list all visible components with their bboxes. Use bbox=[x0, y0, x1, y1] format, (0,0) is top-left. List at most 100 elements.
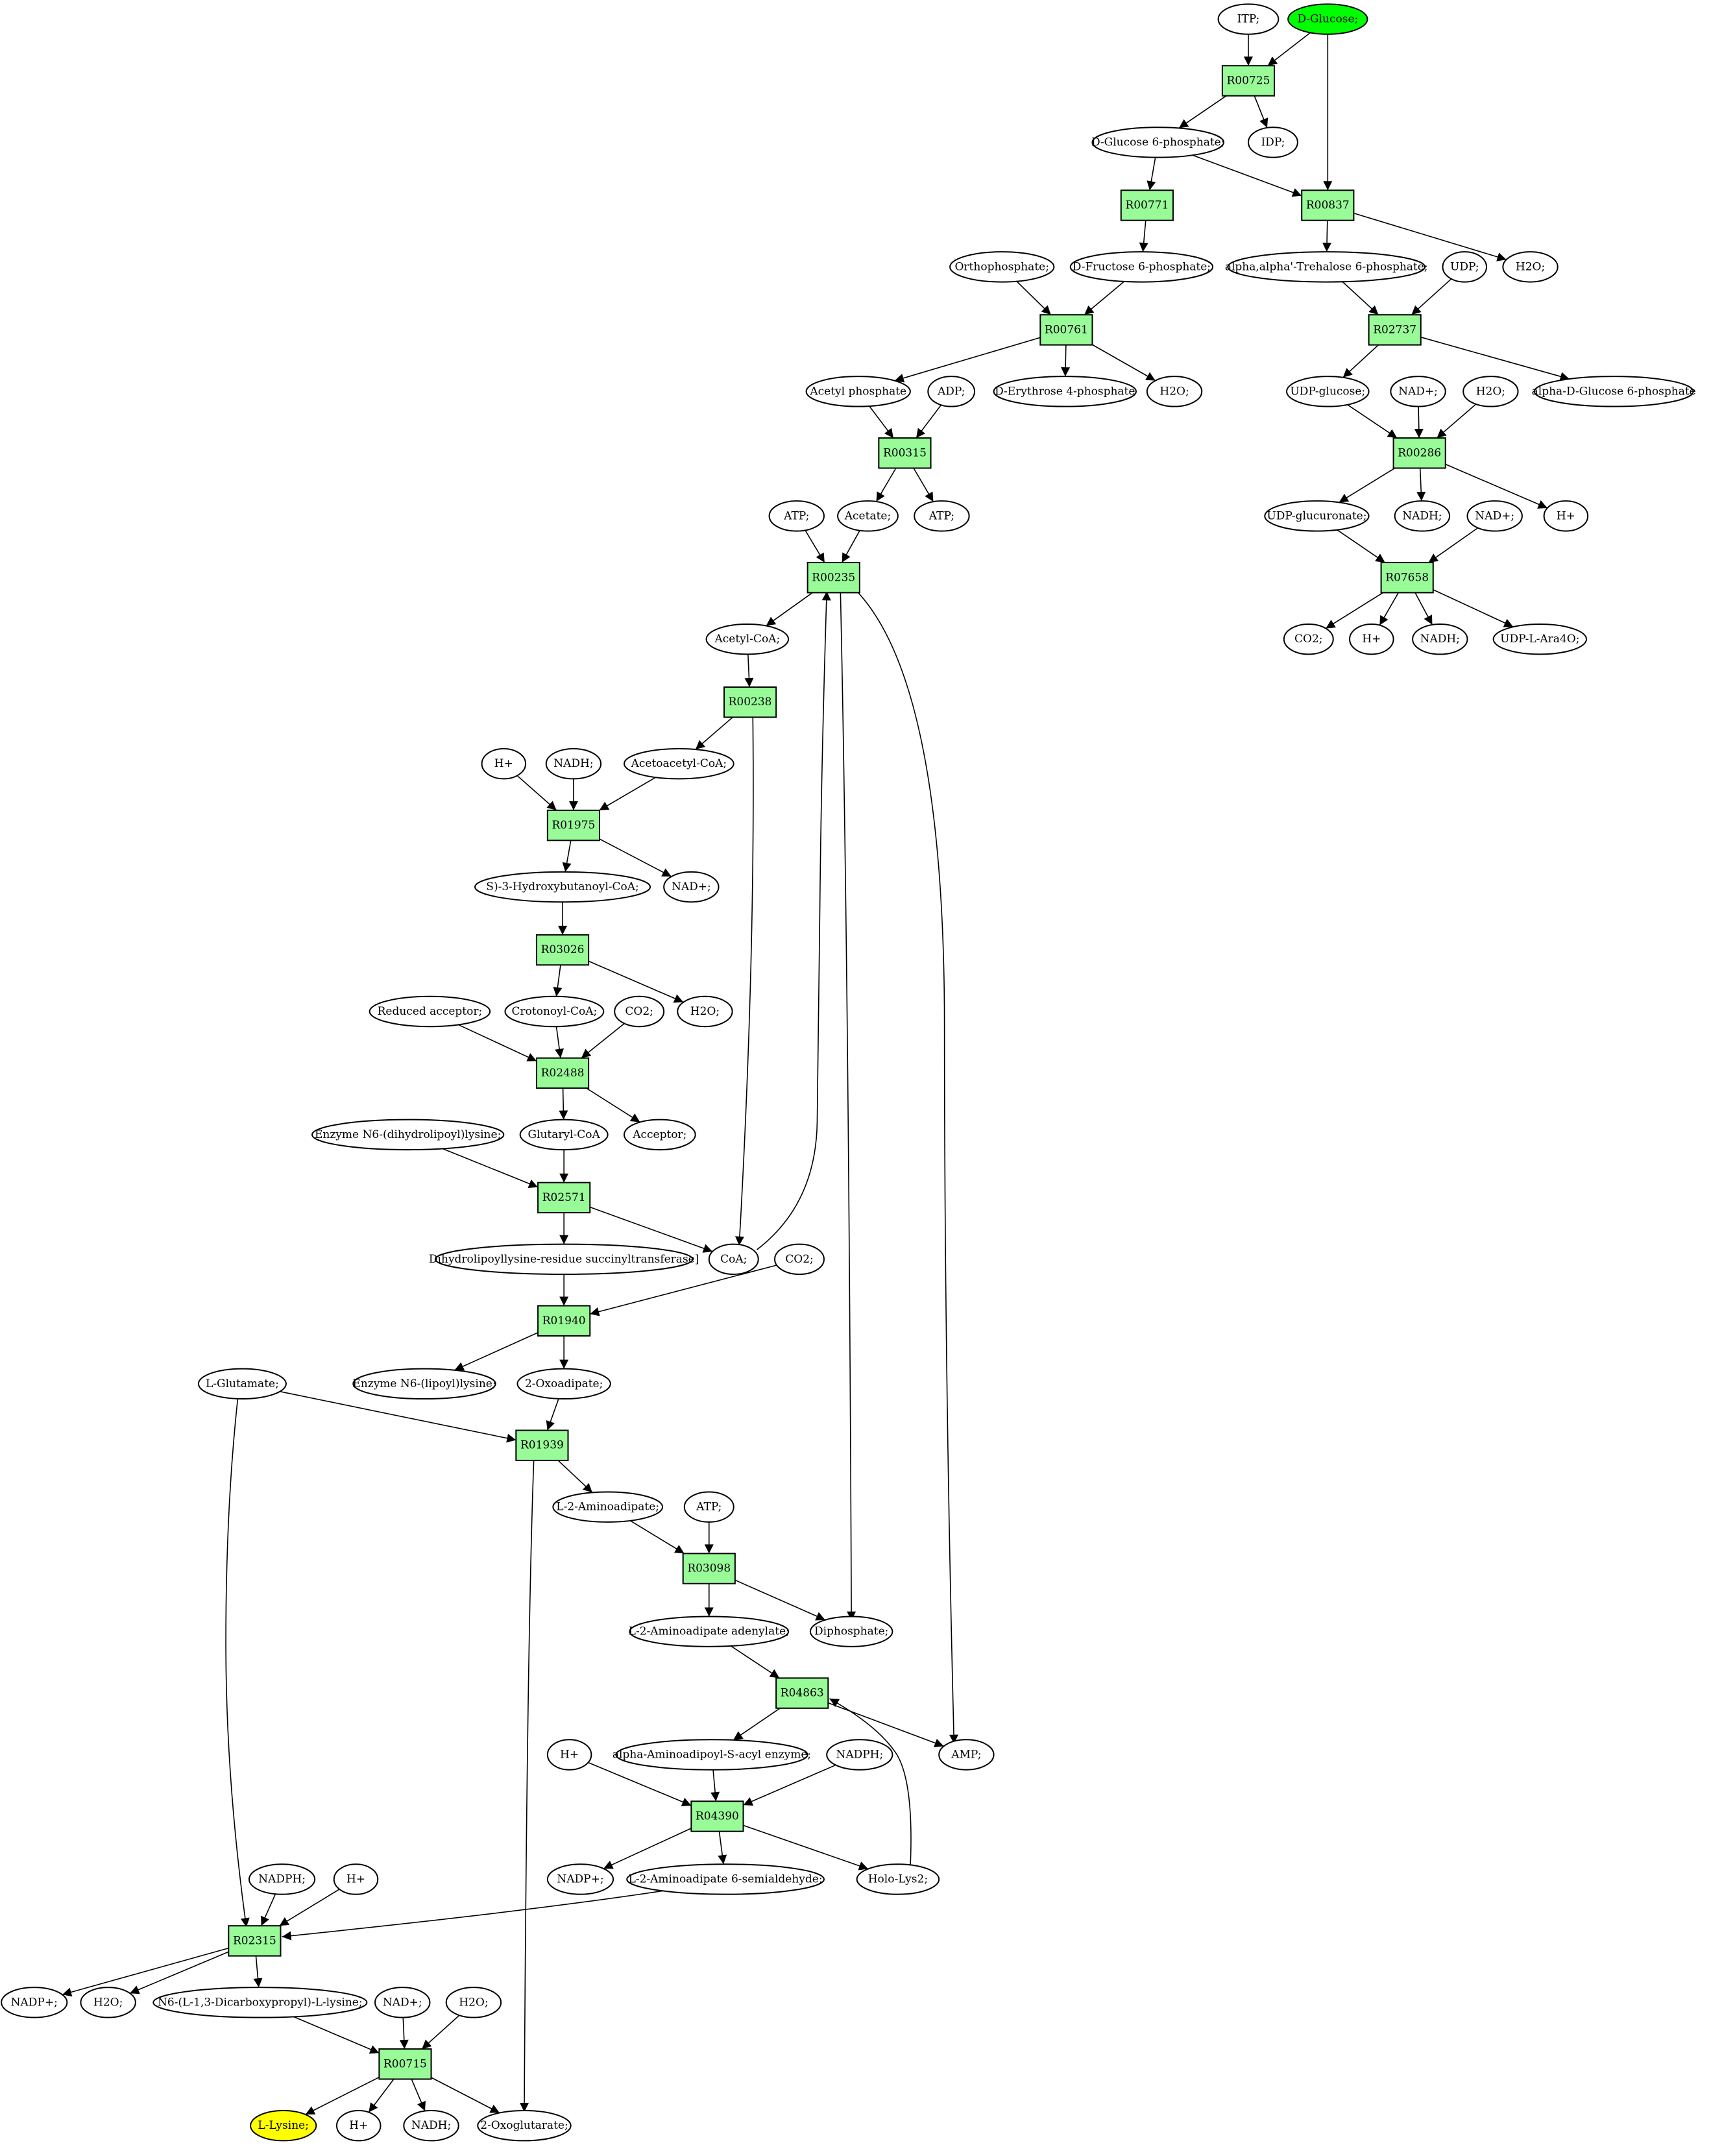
node-label: ADP; bbox=[937, 385, 965, 398]
node-label: R03026 bbox=[541, 943, 585, 956]
edge-tre6p-to-r02737 bbox=[1342, 281, 1379, 315]
node-label: H+ bbox=[349, 2119, 368, 2132]
compound-node-h2o: H2O; bbox=[1502, 251, 1559, 283]
node-label: UDP; bbox=[1450, 260, 1479, 273]
reaction-box bbox=[546, 809, 601, 842]
node-label: R02737 bbox=[1373, 323, 1416, 336]
node-label: Reduced acceptor; bbox=[378, 1005, 483, 1018]
compound-ellipse bbox=[1492, 623, 1588, 655]
edge-r00715-to-hp-f bbox=[368, 2078, 394, 2113]
compound-ellipse bbox=[1247, 127, 1298, 158]
compound-ellipse bbox=[927, 376, 976, 407]
node-label: H2O; bbox=[690, 1005, 720, 1018]
reaction-node-r01939: R01939 bbox=[515, 1429, 569, 1461]
node-label: Glutaryl-CoA bbox=[528, 1128, 600, 1141]
compound-ellipse bbox=[623, 1119, 696, 1151]
edge-r01939-to-oxoglu bbox=[520, 1459, 535, 2113]
compound-ellipse bbox=[1533, 376, 1694, 407]
node-label: R03098 bbox=[687, 1562, 731, 1575]
compound-node-adp: ADP; bbox=[927, 376, 976, 407]
compound-node-dihydrolipoyllysine-residue-succinyltransferase: Dihydrolipoyllysine-residue succinyltran… bbox=[429, 1243, 699, 1276]
node-label: H+ bbox=[494, 757, 513, 770]
compound-node-alpha-alpha-trehalose-6-phosphate: alpha,alpha'-Trehalose 6-phosphate; bbox=[1225, 251, 1428, 283]
compound-ellipse bbox=[504, 995, 605, 1028]
node-label: NADH; bbox=[553, 757, 593, 770]
compound-ellipse bbox=[949, 251, 1055, 283]
compound-node-udp-glucose: UDP-glucose; bbox=[1286, 376, 1370, 407]
compound-node-enzyme-n6-dihydrolipoyl-lysine: Enzyme N6-(dihydrolipoyl)lysine; bbox=[311, 1119, 505, 1151]
edge-dg6p-to-r00837 bbox=[1192, 154, 1302, 197]
node-label: H2O; bbox=[93, 1996, 123, 2009]
compound-ellipse bbox=[809, 1616, 893, 1647]
node-label: Acetyl phosphate bbox=[809, 385, 906, 398]
edge-l2aa-to-r03098 bbox=[630, 1520, 685, 1555]
reaction-node-r03098: R03098 bbox=[682, 1553, 736, 1584]
edge-h2o-f-to-r00715 bbox=[421, 2015, 460, 2050]
compound-node-diphosphate: Diphosphate; bbox=[809, 1616, 893, 1647]
compound-ellipse bbox=[837, 500, 899, 532]
node-label: 2-Oxoglutarate; bbox=[480, 2119, 568, 2132]
node-label: D-Glucose 6-phosphate; bbox=[1091, 136, 1225, 149]
compound-ellipse bbox=[1543, 500, 1589, 532]
node-label: R00761 bbox=[1045, 323, 1088, 336]
edge-aaacyl-to-r04390 bbox=[710, 1769, 720, 1802]
node-label: L-Lysine; bbox=[258, 2119, 309, 2132]
edge-r00715-to-llys bbox=[305, 2076, 380, 2115]
compound-ellipse bbox=[1069, 251, 1214, 283]
node-label: Acetoacetyl-CoA; bbox=[631, 757, 727, 770]
reaction-box bbox=[775, 1677, 829, 1709]
node-label: Orthophosphate; bbox=[954, 260, 1049, 273]
compound-ellipse bbox=[546, 1739, 592, 1771]
node-label: Crotonoyl-CoA; bbox=[512, 1005, 598, 1018]
compound-ellipse bbox=[445, 1987, 502, 2018]
compound-node-amp: AMP; bbox=[938, 1739, 995, 1771]
node-label: R00715 bbox=[383, 2057, 427, 2070]
compound-node-d-glucose: D-Glucose; bbox=[1287, 3, 1368, 35]
compound-node-s-3-hydroxybutanoyl-coa: S)-3-Hydroxybutanoyl-CoA; bbox=[474, 871, 651, 903]
edge-r07658-to-udpara bbox=[1433, 589, 1514, 627]
edge-hp-e-to-r02315 bbox=[279, 1889, 340, 1926]
compound-node-l-2-aminoadipate: L-2-Aminoadipate; bbox=[552, 1491, 664, 1523]
compound-node-h: H+ bbox=[481, 747, 527, 780]
compound-ellipse bbox=[856, 1863, 940, 1895]
node-label: R01975 bbox=[552, 819, 595, 832]
compound-node-nadph: NADPH; bbox=[826, 1739, 893, 1771]
node-label: L-Glutamate; bbox=[206, 1377, 279, 1390]
node-label: D-Erythrose 4-phosphate bbox=[995, 385, 1135, 398]
edge-holo-to-r04863 bbox=[829, 1698, 912, 1869]
edge-atp-a-to-r00235 bbox=[805, 529, 825, 563]
reaction-node-r02737: R02737 bbox=[1368, 314, 1422, 346]
compound-node-udp-l-ara4o: UDP-L-Ara4O; bbox=[1492, 623, 1588, 655]
compound-node-2-oxoadipate: 2-Oxoadipate; bbox=[516, 1368, 611, 1400]
edge-hp-d-to-r04390 bbox=[588, 1762, 692, 1806]
node-label: D-Glucose; bbox=[1297, 13, 1358, 26]
node-label: ATP; bbox=[928, 509, 954, 522]
edge-redacc-to-r02488 bbox=[458, 1024, 537, 1062]
edge-r02315-to-h2o-e bbox=[129, 1951, 229, 1994]
node-label: alpha-D-Glucose 6-phosphate bbox=[1532, 385, 1696, 398]
compound-node-h: H+ bbox=[335, 2110, 382, 2142]
reaction-box bbox=[537, 1181, 591, 1214]
compound-ellipse bbox=[1462, 376, 1519, 407]
node-label: H+ bbox=[560, 1749, 579, 1762]
edge-r00761-to-h2o-b bbox=[1092, 344, 1156, 382]
edge-ace-to-r00235 bbox=[841, 530, 860, 563]
compound-ellipse bbox=[914, 500, 970, 532]
compound-ellipse bbox=[629, 1616, 790, 1647]
compound-node-acceptor: Acceptor; bbox=[623, 1119, 696, 1151]
compound-node-l-2-aminoadipate-adenylate: L-2-Aminoadipate adenylate; bbox=[629, 1616, 790, 1647]
edge-r00725-to-dg6p bbox=[1178, 95, 1227, 129]
compound-node-nadph: NADPH; bbox=[248, 1863, 316, 1895]
compound-node-d-erythrose-4-phosphate: D-Erythrose 4-phosphate bbox=[993, 376, 1137, 407]
node-label: Enzyme N6-(dihydrolipoyl)lysine; bbox=[315, 1128, 501, 1141]
edge-co2-c-to-r01940 bbox=[590, 1265, 777, 1316]
edge-r00315-to-ace bbox=[875, 468, 897, 502]
node-label: UDP-glucuronate; bbox=[1267, 509, 1366, 522]
compound-ellipse bbox=[403, 2110, 459, 2142]
compound-node-alpha-aminoadipoyl-s-acyl-enzyme: alpha-Aminoadipoyl-S-acyl enzyme; bbox=[613, 1739, 811, 1771]
compound-node-enzyme-n6-lipoyl-lysine: Enzyme N6-(lipoyl)lysine; bbox=[352, 1368, 496, 1400]
node-label: Acetate; bbox=[844, 509, 891, 522]
compound-ellipse bbox=[614, 995, 665, 1028]
edge-dg6p-to-r00771 bbox=[1147, 157, 1156, 191]
edge-r07658-to-co2-a bbox=[1325, 592, 1383, 629]
